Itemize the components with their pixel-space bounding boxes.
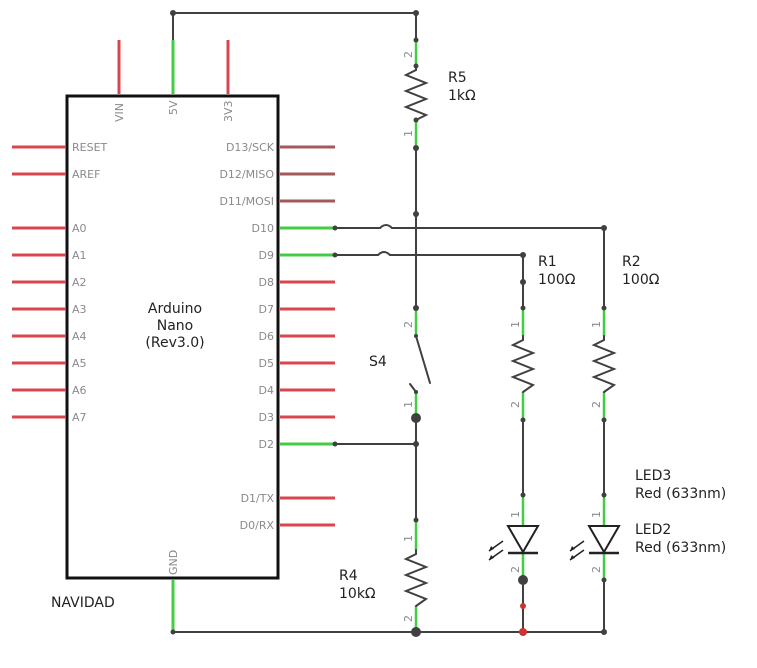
pin-label-d5: D5: [259, 357, 274, 370]
s4-pin1-number: 1: [402, 401, 415, 408]
s4-lever: [415, 335, 431, 384]
pin-label-d7: D7: [259, 303, 274, 316]
r2-pin1-number: 1: [590, 321, 603, 328]
junction-gnd-r4: [411, 627, 421, 637]
r4-value: 10kΩ: [339, 586, 376, 602]
r4-label: R4: [339, 568, 358, 584]
pin-label-a2: A2: [72, 276, 87, 289]
board-name-line3: (Rev3.0): [145, 335, 204, 351]
pin-label-5v: 5V: [167, 100, 180, 115]
r2-label: R2: [622, 254, 641, 270]
led3-label: LED3: [635, 468, 671, 484]
led3-pin2-number: 2: [509, 566, 522, 573]
led-led3: 1 2 LED3 Red (633nm): [488, 468, 726, 573]
r1-label: R1: [538, 254, 557, 270]
s4-pin2-number: 2: [402, 321, 415, 328]
r5-zigzag: [403, 65, 429, 121]
r4-pin2-number: 2: [402, 615, 415, 622]
resistor-r5: 2 1 R5 1kΩ: [402, 51, 476, 137]
wire-d9-jump: [377, 251, 391, 256]
pin-label-a5: A5: [72, 357, 87, 370]
pin-label-d3: D3: [259, 411, 274, 424]
pin-label-d13: D13/SCK: [226, 141, 275, 154]
r4-zigzag: [403, 549, 429, 607]
pin-label-a7: A7: [72, 411, 87, 424]
led2-label: LED2: [635, 522, 671, 538]
resistor-r4: 1 2 R4 10kΩ: [339, 535, 429, 622]
junction-s4-d2: [411, 413, 421, 423]
led2-pin2-number: 2: [590, 566, 603, 573]
junctions: [170, 10, 607, 637]
arduino-nano-board: Arduino Nano (Rev3.0) VIN 5V 3V3 GND RES…: [12, 40, 335, 632]
board-name-line2: Nano: [157, 318, 194, 334]
wire-5v-to-r5: [172, 12, 417, 41]
pin-label-d2: D2: [259, 438, 274, 451]
pin-label-d12: D12/MISO: [219, 168, 274, 181]
led-led2: 1 2 LED2 Red (633nm): [569, 511, 726, 573]
s4-contact: [409, 383, 417, 393]
junction-gnd-led3: [519, 628, 527, 636]
led2-triangle: [587, 525, 621, 555]
r5-pin1-number: 1: [402, 130, 415, 137]
led3-triangle: [506, 525, 540, 555]
pin-label-d10: D10: [252, 222, 274, 235]
pin-label-a0: A0: [72, 222, 87, 235]
led2-value: Red (633nm): [635, 540, 726, 556]
pin-label-d11: D11/MOSI: [219, 195, 274, 208]
pin-label-gnd: GND: [167, 550, 180, 575]
r5-label: R5: [448, 70, 467, 86]
r5-pin2-number: 2: [402, 51, 415, 58]
board-outline: [65, 94, 280, 580]
r2-zigzag: [591, 335, 617, 393]
led2-pin1-number: 1: [590, 511, 603, 518]
r4-pin1-number: 1: [402, 535, 415, 542]
pin-label-d8: D8: [259, 276, 274, 289]
pin-label-d1: D1/TX: [241, 492, 275, 505]
wire-d9-to-r1: [334, 254, 524, 309]
pin-label-a6: A6: [72, 384, 87, 397]
pin-label-a3: A3: [72, 303, 87, 316]
r1-value: 100Ω: [538, 272, 576, 288]
s4-label: S4: [369, 354, 387, 370]
pin-label-d9: D9: [259, 249, 274, 262]
pin-label-vin: VIN: [113, 103, 126, 122]
resistor-r1: 1 2 R1 100Ω: [509, 254, 576, 408]
pin-label-a1: A1: [72, 249, 87, 262]
pin-label-d0: D0/RX: [240, 519, 275, 532]
led3-value: Red (633nm): [635, 486, 726, 502]
wire-d10-to-r2: [334, 227, 605, 309]
footer-label: NAVIDAD: [51, 595, 115, 611]
wire-d10-jump: [379, 224, 393, 229]
r2-pin2-number: 2: [590, 401, 603, 408]
pin-label-a4: A4: [72, 330, 87, 343]
resistor-r2: 1 2 R2 100Ω: [590, 254, 660, 408]
led3-pin1-number: 1: [509, 511, 522, 518]
board-name-line1: Arduino: [148, 301, 202, 317]
junction-led3-bottom: [518, 575, 528, 585]
r1-pin1-number: 1: [509, 321, 522, 328]
pin-label-aref: AREF: [72, 168, 100, 181]
pin-label-3v3: 3V3: [222, 100, 235, 122]
pin-label-d6: D6: [259, 330, 274, 343]
r1-pin2-number: 2: [509, 401, 522, 408]
pin-label-d4: D4: [259, 384, 274, 397]
pin-label-reset: RESET: [72, 141, 108, 154]
switch-s4: 2 1 S4: [369, 321, 431, 408]
r5-value: 1kΩ: [448, 88, 476, 104]
r2-value: 100Ω: [622, 272, 660, 288]
r1-zigzag: [510, 335, 536, 393]
